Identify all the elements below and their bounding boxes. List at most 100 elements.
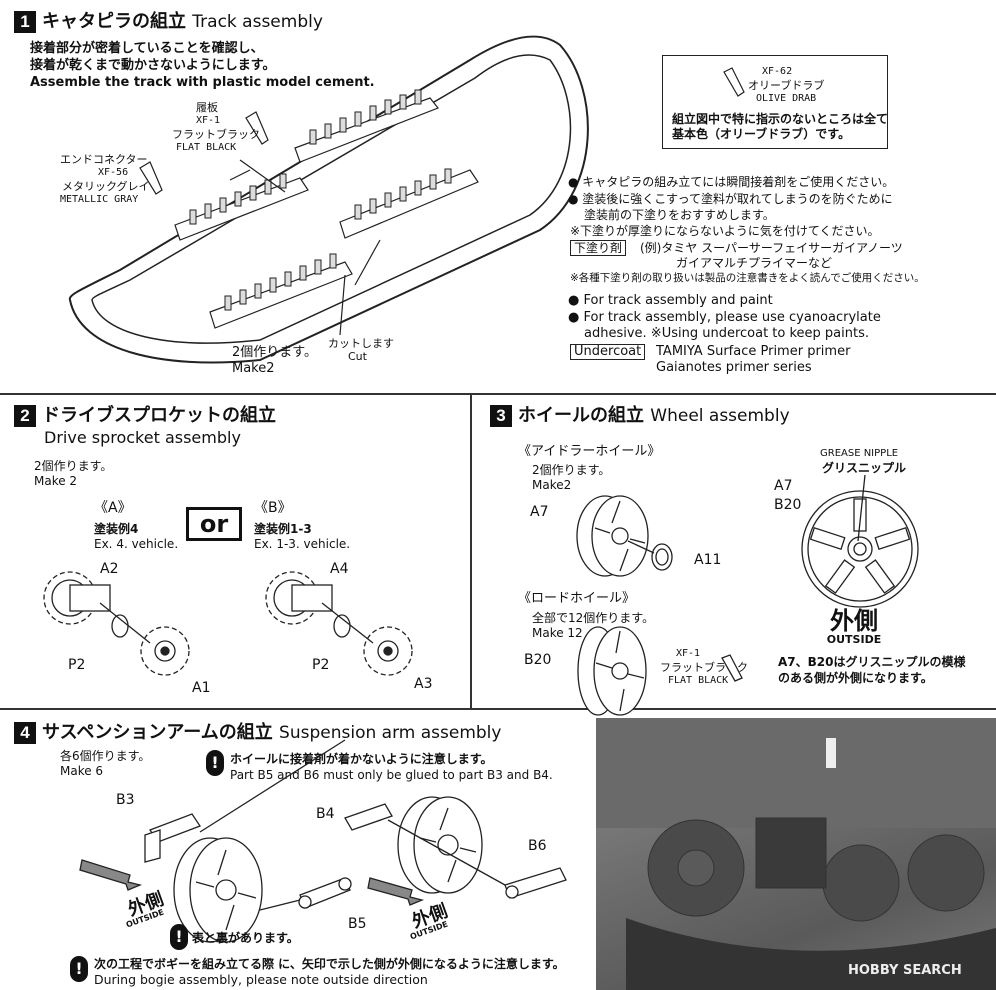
basic-color-note-1: 組立図中で特に指示のないところは全て: [672, 112, 889, 126]
step1-instr-en: Assemble the track with plastic model ce…: [30, 75, 375, 90]
grease-nipple-jp: グリスニップル: [822, 461, 907, 475]
idler-make-jp: 2個作ります。: [532, 463, 611, 477]
road-make-jp: 全部で12個作ります。: [532, 611, 655, 625]
wheel-drawing: [576, 474, 919, 716]
note-jp-2b: 塗装前の下塗りをおすすめします。: [584, 208, 775, 222]
warning-1-jp: ホイールに接着剤が着かないように注意します。: [230, 752, 493, 766]
warning-icon-3: !: [70, 956, 88, 982]
primer-tag: 下塗り剤: [570, 240, 627, 256]
part-a3: A3: [414, 676, 433, 692]
warning-3-en: During bogie assembly, please note outsi…: [94, 972, 428, 987]
idler-heading: 《アイドラーホイール》: [518, 444, 661, 459]
undercoat-tag: Undercoat: [570, 344, 646, 360]
tread-name-en: FLAT BLACK: [176, 142, 237, 153]
step2-make-en: Make 2: [34, 474, 78, 488]
step4-title: サスペンションアームの組立 Suspension arm assembly: [42, 722, 502, 743]
note-jp-3: ※下塗りが厚塗りにならないように気を付けてください。: [570, 224, 880, 238]
step1-title: キャタピラの組立 Track assembly: [42, 11, 323, 32]
part-b4: B4: [316, 806, 335, 822]
tread-label-jp: 履板: [196, 101, 218, 114]
note-en-2a: ● For track assembly, please use cyanoac…: [568, 310, 881, 325]
cut-label-en: Cut: [348, 350, 367, 363]
road-paint-en: FLAT BLACK: [668, 675, 729, 686]
step4-make-jp: 各6個作ります。: [60, 749, 151, 763]
basic-color-note-2: 基本色（オリーブドラブ）です。: [672, 127, 851, 141]
road-make-en: Make 12: [532, 626, 583, 640]
divider-1: [0, 393, 996, 395]
step4-make-en: Make 6: [60, 764, 104, 778]
part-a7-idler: A7: [530, 504, 549, 520]
primer-example-2: ガイアマルチプライマーなど: [676, 256, 833, 270]
step1-instr-jp-1: 接着部分が密着していることを確認し、: [30, 41, 264, 56]
step-number-1: 1: [14, 11, 36, 33]
step1-make-jp: 2個作ります。: [232, 345, 317, 360]
divider-vertical: [470, 393, 472, 708]
step-number-2: 2: [14, 405, 36, 427]
outside-label-en: OUTSIDE: [826, 633, 882, 646]
step2-title: ドライブスプロケットの組立: [42, 405, 276, 426]
basic-color-code: XF-62: [762, 66, 793, 77]
tread-name-jp: フラットブラック: [172, 128, 260, 141]
finished-model-photo: HOBBY SEARCH: [596, 718, 996, 990]
divider-2: [0, 708, 996, 710]
part-b20-road: B20: [524, 652, 552, 668]
road-heading: 《ロードホイール》: [518, 591, 636, 606]
endconnector-name-en: METALLIC GRAY: [60, 194, 139, 205]
part-a2: A2: [100, 561, 119, 577]
part-b5: B5: [348, 916, 367, 932]
part-b6: B6: [528, 838, 547, 854]
basic-color-box: [662, 55, 888, 149]
sprocket-drawing: [43, 571, 413, 676]
suspension-drawing: [79, 739, 567, 943]
note-jp-2a: ● 塗装後に強くこすって塗料が取れてしまうのを防ぐために: [568, 192, 893, 206]
step2-make-jp: 2個作ります。: [34, 459, 113, 473]
part-a7-right: A7: [774, 478, 793, 494]
part-b20-right: B20: [774, 497, 802, 513]
part-p2-b: P2: [312, 657, 330, 673]
undercoat-example-1: TAMIYA Surface Primer primer: [656, 344, 851, 359]
step-number-3: 3: [490, 405, 512, 427]
warning-3-jp: 次の工程でボギーを組み立てる際 に、矢印で示した側が外側になるように注意します。: [94, 957, 565, 971]
step1-instr-jp-2: 接着が乾くまで動かさないようにします。: [30, 58, 276, 73]
note-en-2b: adhesive. ※Using undercoat to keep paint…: [584, 326, 869, 341]
variant-a-jp: 塗装例4: [94, 522, 139, 536]
warning-icon-2: !: [170, 924, 188, 950]
note-en-1: ● For track assembly and paint: [568, 293, 773, 308]
primer-example-1: (例)タミヤ スーパーサーフェイサーガイアノーツ: [640, 241, 903, 255]
step3-title: ホイールの組立 Wheel assembly: [518, 405, 790, 426]
part-a11: A11: [694, 552, 722, 568]
part-a4: A4: [330, 561, 349, 577]
tread-code: XF-1: [196, 115, 221, 126]
primer-caution: ※各種下塗り剤の取り扱いは製品の注意書きをよく読んでご使用ください。: [570, 272, 925, 284]
grease-nipple-en: GREASE NIPPLE: [820, 448, 899, 459]
warning-2-jp: 表と裏があります。: [192, 931, 299, 945]
watermark: HOBBY SEARCH: [848, 963, 962, 978]
step3-note-1: A7、B20はグリスニップルの模様: [778, 655, 966, 669]
or-badge: or: [186, 507, 242, 541]
warning-1-en: Part B5 and B6 must only be glued to par…: [230, 768, 553, 782]
part-a1: A1: [192, 680, 211, 696]
track-drawing: [68, 35, 745, 364]
step3-note-2: のある側が外側になります。: [778, 671, 933, 685]
variant-b-jp: 塗装例1-3: [254, 522, 312, 536]
basic-color-name-jp: オリーブドラブ: [748, 79, 825, 92]
endconnector-name-jp: メタリックグレイ: [62, 180, 150, 193]
road-paint-code: XF-1: [676, 648, 701, 659]
variant-a-en: Ex. 4. vehicle.: [94, 537, 179, 551]
step2-title-en: Drive sprocket assembly: [44, 428, 241, 447]
variant-b-en: Ex. 1-3. vehicle.: [254, 537, 351, 551]
warning-icon-1: !: [206, 750, 224, 776]
variant-b-label: 《B》: [254, 500, 292, 516]
step-number-4: 4: [14, 722, 36, 744]
part-b3: B3: [116, 792, 135, 808]
idler-make-en: Make2: [532, 478, 572, 492]
variant-a-label: 《A》: [94, 500, 132, 516]
note-jp-1: ● キャタピラの組み立てには瞬間接着剤をご使用ください。: [568, 175, 895, 189]
undercoat-example-2: Gaianotes primer series: [656, 360, 812, 375]
part-p2-a: P2: [68, 657, 86, 673]
basic-color-name-en: OLIVE DRAB: [756, 93, 817, 104]
step1-make-en: Make2: [232, 361, 275, 376]
endconnector-label-jp: エンドコネクター: [60, 153, 148, 166]
endconnector-code: XF-56: [98, 167, 129, 178]
cut-label-jp: カットします: [328, 337, 394, 350]
